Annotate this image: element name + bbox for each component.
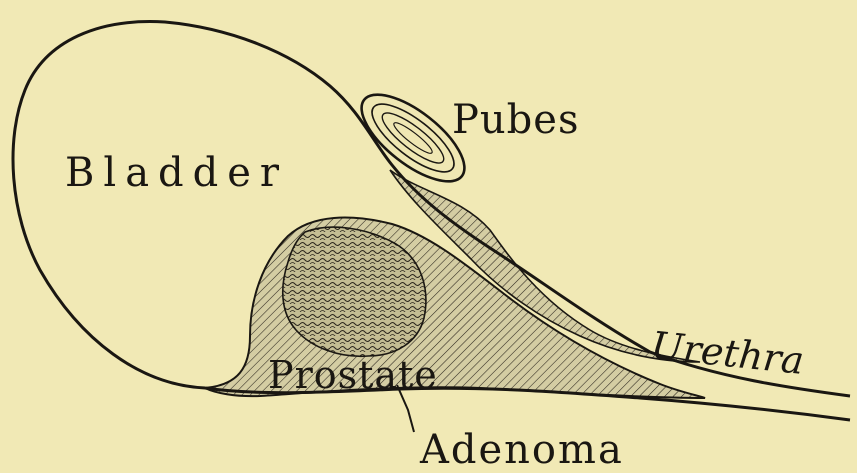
bladder-label: Bladder (65, 150, 288, 196)
adenoma-label: Adenoma (419, 427, 624, 473)
prostate-label: Prostate (268, 353, 438, 397)
pubes-label: Pubes (452, 97, 579, 143)
